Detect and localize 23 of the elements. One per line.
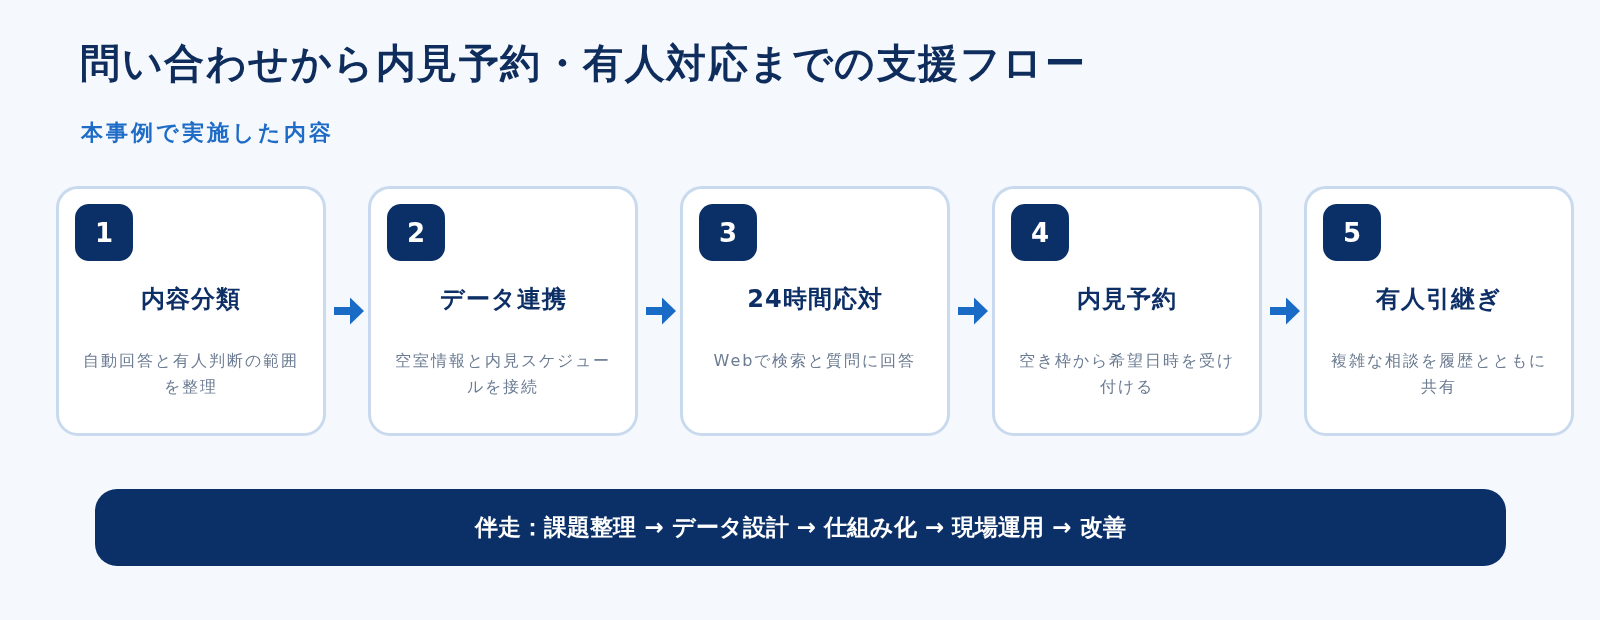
step-title: 内容分類 xyxy=(141,284,241,314)
summary-banner: 伴走：課題整理 → データ設計 → 仕組み化 → 現場運用 → 改善 xyxy=(95,489,1506,566)
step-card xyxy=(368,186,638,436)
step-title: データ連携 xyxy=(439,284,567,314)
step-title: 内見予約 xyxy=(1077,284,1177,314)
step-description: 空室情報と内見スケジュールを接続 xyxy=(394,350,612,398)
step-number: 3 xyxy=(699,204,757,261)
step-description: Webで検索と質問に回答 xyxy=(713,350,917,372)
step-number: 5 xyxy=(1323,204,1381,261)
step-number: 1 xyxy=(75,204,133,261)
step-card xyxy=(680,186,950,436)
step-description: 空き枠から希望日時を受け付ける xyxy=(1018,350,1236,398)
step-number: 2 xyxy=(387,204,445,261)
step-card xyxy=(992,186,1262,436)
title: 問い合わせから内見予約・有人対応までの支援フロー xyxy=(80,39,1086,87)
step-number: 4 xyxy=(1011,204,1069,261)
step-title: 有人引継ぎ xyxy=(1376,284,1502,314)
step-card xyxy=(1304,186,1574,436)
step-card xyxy=(56,186,326,436)
step-title: 24時間応対 xyxy=(747,284,883,314)
step-description: 複雑な相談を履歴とともに共有 xyxy=(1330,350,1548,398)
subtitle: 本事例で実施した内容 xyxy=(81,120,334,146)
step-description: 自動回答と有人判断の範囲を整理 xyxy=(82,350,300,398)
